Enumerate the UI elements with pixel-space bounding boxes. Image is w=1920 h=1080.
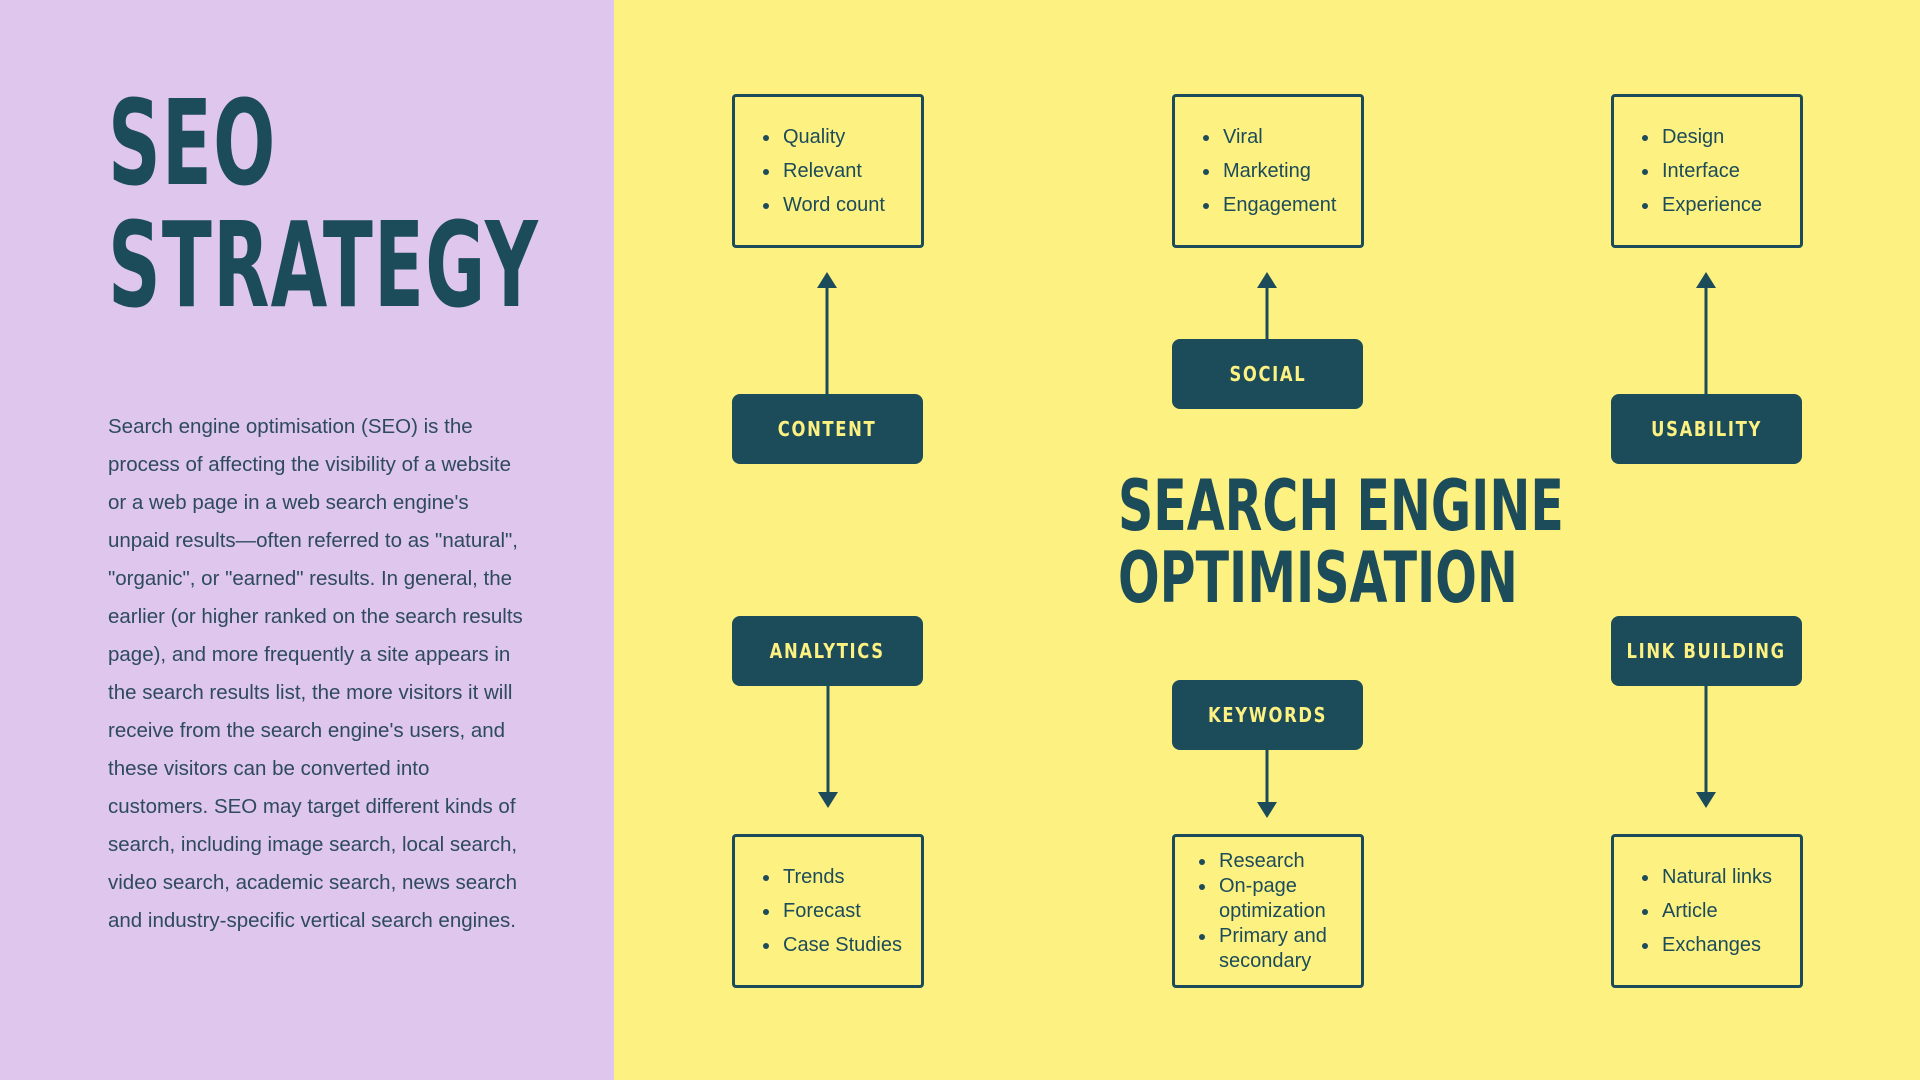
arrowhead-usability [1696, 272, 1716, 288]
content-details-list: Quality Relevant Word count [735, 120, 885, 222]
list-item: Trends [763, 860, 902, 894]
keywords-details-box: Research On-page optimization Primary an… [1172, 834, 1364, 988]
list-item: Viral [1202, 120, 1336, 154]
analytics-node: ANALYTICS [732, 616, 923, 686]
keywords-node-label: KEYWORDS [1207, 703, 1328, 727]
center-title: SEARCH ENGINE OPTIMISATION [1118, 465, 1564, 619]
usability-details-box: Design Interface Experience [1611, 94, 1803, 248]
title-line-2: STRATEGY [108, 196, 540, 334]
list-item: Exchanges [1641, 928, 1772, 962]
arrowhead-analytics [818, 792, 838, 808]
list-item: Research [1199, 849, 1361, 874]
list-item: Marketing [1202, 154, 1336, 188]
list-item: Relevant [763, 154, 885, 188]
arrowhead-social [1257, 272, 1277, 288]
center-title-line-1: SEARCH ENGINE [1118, 465, 1564, 547]
content-node-label: CONTENT [778, 417, 877, 441]
list-item: Primary and secondary [1199, 924, 1361, 974]
diagram-panel [614, 0, 1920, 1080]
social-details-box: Viral Marketing Engagement [1172, 94, 1364, 248]
link-building-details-box: Natural links Article Exchanges [1611, 834, 1803, 988]
list-item: Case Studies [763, 928, 902, 962]
list-item: Interface [1641, 154, 1762, 188]
list-item: Word count [763, 188, 885, 222]
arrowhead-keywords [1257, 802, 1277, 818]
analytics-details-list: Trends Forecast Case Studies [735, 860, 902, 962]
list-item: Article [1641, 894, 1772, 928]
keywords-details-list: Research On-page optimization Primary an… [1175, 849, 1361, 974]
keywords-node: KEYWORDS [1172, 680, 1363, 750]
link-building-node: LINK BUILDING [1611, 616, 1802, 686]
center-title-line-2: OPTIMISATION [1118, 537, 1518, 619]
arrowhead-content [817, 272, 837, 288]
analytics-node-label: ANALYTICS [769, 639, 886, 663]
usability-node: USABILITY [1611, 394, 1802, 464]
content-details-box: Quality Relevant Word count [732, 94, 924, 248]
title-line-1: SEO [108, 74, 277, 212]
left-panel: SEO STRATEGY Search engine optimisation … [0, 0, 614, 1080]
usability-node-label: USABILITY [1651, 417, 1762, 441]
seo-description: Search engine optimisation (SEO) is the … [108, 415, 523, 932]
list-item: Experience [1641, 188, 1762, 222]
list-item: Engagement [1202, 188, 1336, 222]
analytics-details-box: Trends Forecast Case Studies [732, 834, 924, 988]
arrowhead-link-building [1696, 792, 1716, 808]
content-node: CONTENT [732, 394, 923, 464]
link-building-details-list: Natural links Article Exchanges [1614, 860, 1772, 962]
list-item: Natural links [1641, 860, 1772, 894]
link-building-node-label: LINK BUILDING [1626, 639, 1787, 663]
list-item: Design [1641, 120, 1762, 154]
page-title: SEO STRATEGY [108, 82, 539, 326]
list-item: On-page optimization [1199, 874, 1361, 924]
list-item: Quality [763, 120, 885, 154]
social-node: SOCIAL [1172, 339, 1363, 409]
social-details-list: Viral Marketing Engagement [1175, 120, 1336, 222]
list-item: Forecast [763, 894, 902, 928]
social-node-label: SOCIAL [1229, 362, 1306, 386]
usability-details-list: Design Interface Experience [1614, 120, 1762, 222]
